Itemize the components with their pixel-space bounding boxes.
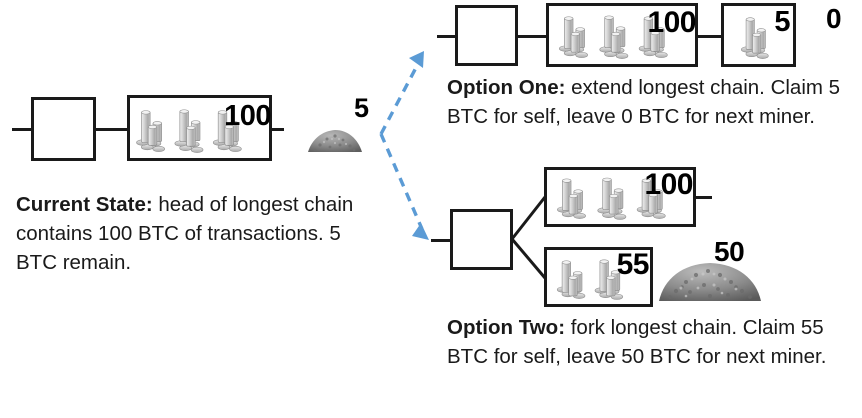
gravel-pile-icon-option-two xyxy=(656,258,764,304)
dashed-branch-arrowheads xyxy=(409,51,429,240)
current-state-connector-line xyxy=(94,128,129,131)
option-two-caption-rest: fork longest chain. Claim 55 BTC for sel… xyxy=(447,316,827,368)
option-two-inbound-line xyxy=(431,239,451,242)
option-one-block-5-amount: 5 xyxy=(774,6,790,38)
option-two-block-55: 55 xyxy=(544,247,653,307)
current-state-caption-rest: head of longest chain contains 100 BTC o… xyxy=(16,193,354,274)
option-one-block-100-amount: 100 xyxy=(647,6,696,39)
option-two-fork-lines xyxy=(510,196,547,279)
option-one-caption-bold: Option One: xyxy=(447,76,566,99)
option-two-fork-block xyxy=(450,209,513,270)
option-one-inbound-line xyxy=(437,35,457,38)
gravel-pile-icon-current xyxy=(306,125,364,155)
current-state-outbound-line xyxy=(270,128,284,131)
current-state-inbound-line xyxy=(12,128,32,131)
current-state-empty-block xyxy=(31,97,96,161)
current-state-block-100-amount: 100 xyxy=(224,100,271,132)
current-state-remaining-amount: 5 xyxy=(354,93,369,123)
option-one-caption: Option One: extend longest chain. Claim … xyxy=(447,73,855,131)
option-two-block-100-amount: 100 xyxy=(644,168,693,201)
current-state-block-100: 100 xyxy=(127,95,272,161)
option-two-caption: Option Two: fork longest chain. Claim 55… xyxy=(447,313,857,371)
option-one-connector-line-2 xyxy=(696,35,722,38)
option-two-upper-outbound-line xyxy=(694,196,712,199)
option-one-block-100: 100 xyxy=(546,3,698,67)
current-state-caption: Current State: head of longest chain con… xyxy=(16,190,384,277)
option-one-empty-block xyxy=(455,5,518,66)
option-one-caption-rest: extend longest chain. Claim 5 BTC for se… xyxy=(447,76,841,128)
option-one-block-5: 5 xyxy=(721,3,796,67)
option-one-connector-line-1 xyxy=(516,35,548,38)
option-two-block-100: 100 xyxy=(544,167,696,227)
option-two-caption-bold: Option Two: xyxy=(447,316,566,339)
option-one-remaining-amount: 0 xyxy=(826,3,842,34)
option-two-block-55-amount: 55 xyxy=(616,248,650,281)
dashed-branch-arrow-icon xyxy=(379,61,424,230)
option-two-remaining-amount: 50 xyxy=(714,236,745,267)
current-state-caption-bold: Current State: xyxy=(16,193,153,216)
